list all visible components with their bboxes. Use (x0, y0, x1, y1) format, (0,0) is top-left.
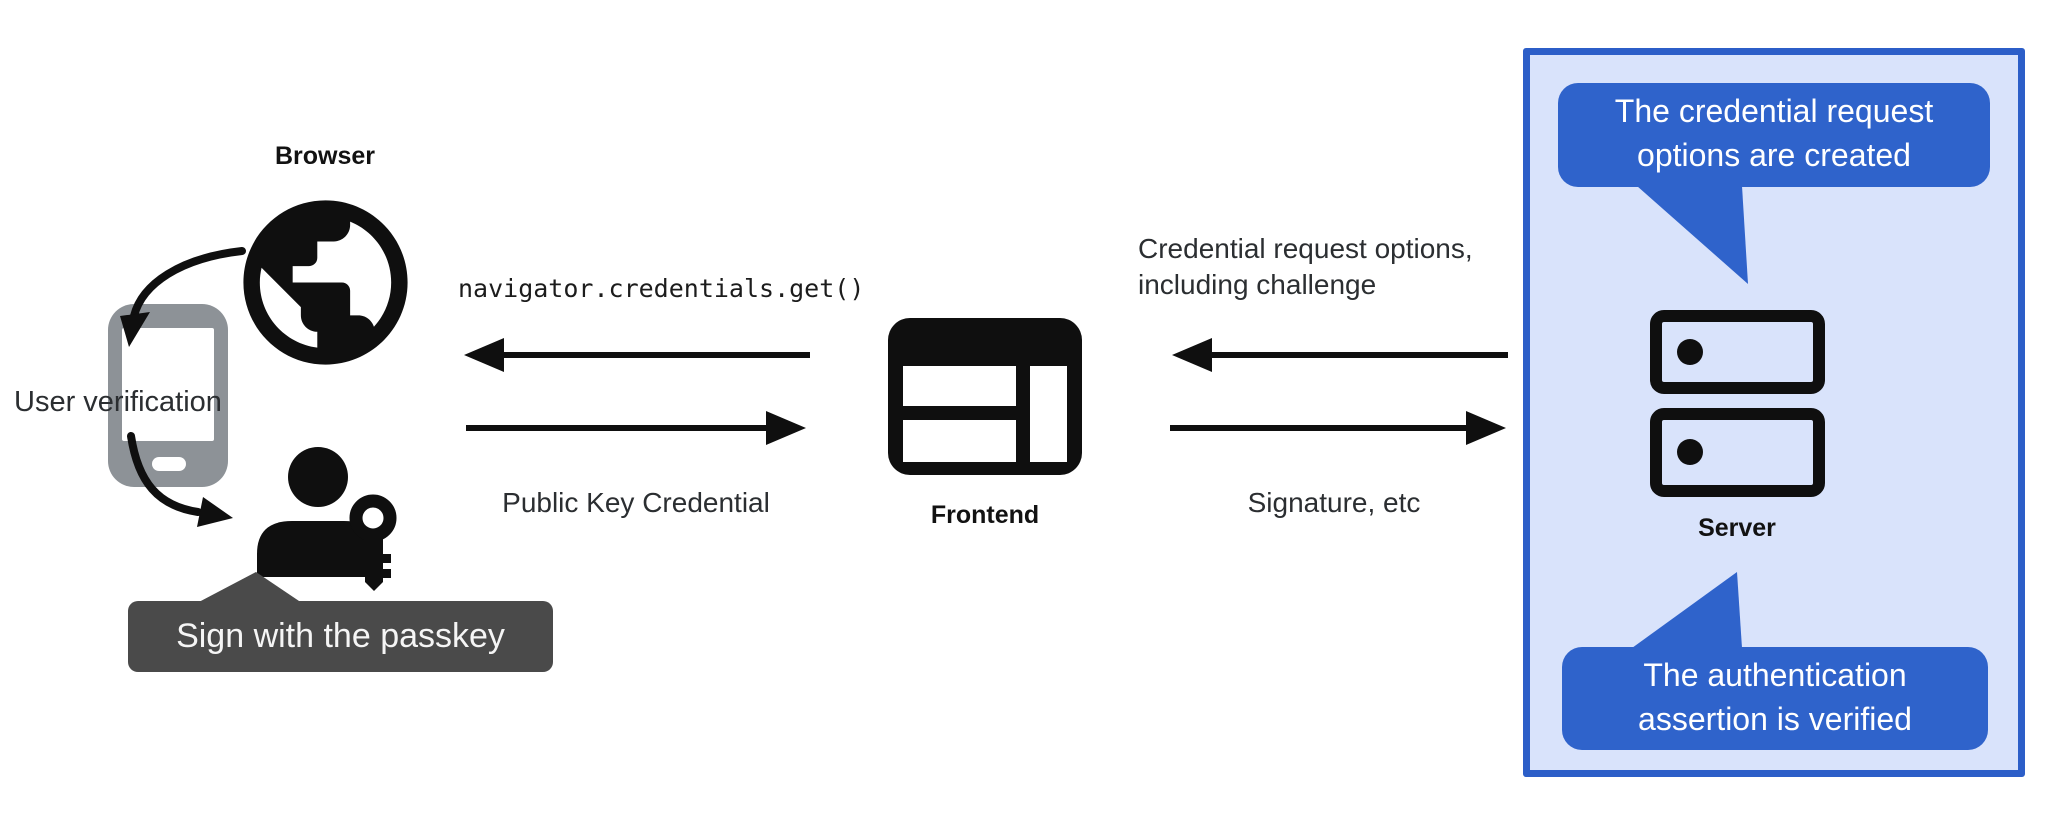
browser-label: Browser (274, 142, 376, 170)
browser-window-icon (888, 318, 1082, 475)
window-pane (903, 366, 1016, 406)
credentials-get-code-label: navigator.credentials.get() (458, 274, 865, 303)
server-label: Server (1698, 514, 1776, 542)
flow-label-line: including challenge (1138, 269, 1377, 300)
callout-line: The authentication (1643, 657, 1907, 693)
server-led-dot (1677, 439, 1703, 465)
window-pane (903, 420, 1016, 462)
globe-icon (243, 200, 408, 365)
user-verification-label: User verification (14, 386, 222, 418)
signature-label: Signature, etc (1247, 487, 1421, 518)
tooltip-pointer (197, 572, 302, 603)
server-icon (1650, 408, 1825, 497)
credential-request-options-label: Credential request options, including ch… (1138, 231, 1473, 303)
server-icon (1650, 310, 1825, 394)
smartphone-home-bar (152, 457, 186, 471)
arrow-right-icon (466, 411, 806, 445)
callout-line: options are created (1637, 137, 1911, 173)
smartphone-screen (122, 328, 214, 441)
arrow-left-icon (1172, 338, 1508, 372)
person-icon (257, 447, 379, 577)
server-led-dot (1677, 339, 1703, 365)
arrow-right-icon (1170, 411, 1506, 445)
window-pane (1030, 366, 1067, 462)
public-key-credential-label: Public Key Credential (502, 487, 770, 518)
callout-request-options-created: The credential request options are creat… (1558, 83, 1990, 187)
passkey-tooltip: Sign with the passkey (128, 601, 553, 672)
callout-assertion-verified: The authentication assertion is verified (1562, 647, 1988, 750)
callout-line: The credential request (1614, 93, 1934, 129)
callout-line: assertion is verified (1638, 701, 1912, 737)
arrow-left-icon (464, 338, 810, 372)
flow-label-line: Credential request options, (1138, 233, 1473, 264)
key-icon (349, 494, 397, 591)
frontend-label: Frontend (930, 501, 1040, 529)
